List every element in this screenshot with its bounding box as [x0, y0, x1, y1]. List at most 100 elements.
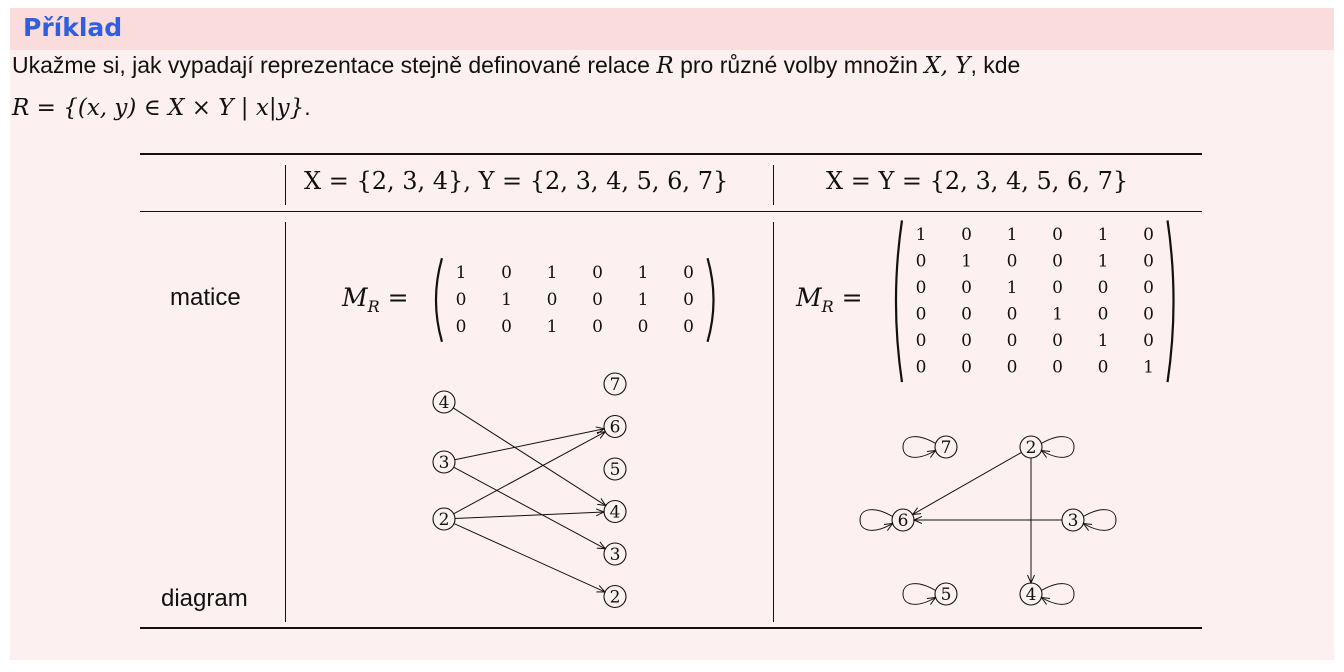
matrix-1-cell-1-0: 0 [456, 290, 467, 310]
matrix-1-cell-2-5: 0 [683, 317, 694, 337]
header-case-2: X = Y = {2, 3, 4, 5, 6, 7} [826, 167, 1129, 195]
diagram-1-right-node-label-6: 6 [610, 418, 621, 438]
diagram-1-left-node-2 [432, 507, 456, 531]
diagram-1-left-node-4 [432, 390, 456, 414]
diagram-1-right-node-7 [603, 372, 627, 396]
body-divider-2 [773, 222, 774, 622]
matrix-2-equals: = [833, 283, 863, 312]
matrix-2-cell-2-2: 1 [1007, 278, 1018, 298]
matrix-2-cell-5-2: 0 [1007, 358, 1018, 378]
example-block-header: Příklad [10, 8, 1334, 50]
matrix-2-cell-5-5: 1 [1143, 358, 1154, 378]
matrix-2-cell-3-0: 0 [916, 305, 927, 325]
diagram-2-node-7 [934, 435, 958, 459]
matrix-2-cell-0-1: 0 [961, 225, 972, 245]
matrix-2-cell-1-0: 0 [916, 252, 927, 272]
diagram-2-loop-3 [1083, 509, 1117, 531]
diagram-1-right-node-label-2: 2 [610, 588, 621, 608]
diagram-1-right-node-2 [603, 584, 627, 609]
example-block: Příklad [10, 8, 1334, 660]
matrix-2-lhs: MR = [796, 283, 863, 316]
matrix-2-cell-1-2: 0 [1007, 252, 1018, 272]
diagram-2-node-4 [1019, 582, 1043, 606]
matrix-2-subscript: R [821, 297, 834, 316]
diagram-1-left-node-label-3: 3 [439, 453, 450, 473]
matrix-2-cell-2-1: 0 [961, 278, 972, 298]
matrix-2-cell-3-5: 0 [1143, 305, 1154, 325]
matrix-1-cell-2-3: 0 [592, 317, 603, 337]
diagram-1-right-node-3 [603, 542, 627, 566]
diagram-1-edge-4-4 [452, 407, 605, 506]
matrix-2-cell-0-5: 0 [1143, 225, 1154, 245]
diagram-2-node-label-4: 4 [1026, 585, 1037, 605]
diagram-1-edge-2-2 [453, 523, 605, 592]
intro-text-1: Ukažme si, jak vypadají reprezentace ste… [12, 52, 657, 78]
matrix-1-cell-1-1: 1 [501, 290, 512, 310]
matrix-2-cell-2-0: 0 [916, 278, 927, 298]
diagram-2-node-3 [1061, 508, 1085, 532]
matrix-1-cell-2-2: 1 [547, 317, 558, 337]
matrix-1-cell-0-1: 0 [501, 263, 512, 283]
matrix-2-cell-3-3: 1 [1052, 305, 1063, 325]
matrix-1-lhs: MR = [342, 283, 409, 316]
matrix-1-right-paren [706, 257, 715, 343]
diagram-1-edge-2-4 [454, 512, 604, 520]
matrix-1-cell-1-4: 1 [638, 290, 649, 310]
diagram-1-left-node-label-4: 4 [439, 393, 450, 413]
table-bottom-rule [140, 627, 1202, 629]
matrix-1-cell-0-2: 1 [547, 263, 558, 283]
matrix-2-left-paren [894, 220, 904, 383]
matrix-2-cell-3-2: 0 [1007, 305, 1018, 325]
diagram-1-left-node-label-2: 2 [439, 510, 450, 530]
matrix-1-cell-0-4: 1 [638, 263, 649, 283]
matrix-1-cell-2-4: 0 [638, 317, 649, 337]
matrix-1-cell-1-3: 0 [592, 290, 603, 310]
diagram-2-loop-2 [1041, 436, 1075, 458]
diagram-1-right-node-4 [603, 499, 627, 524]
diagram-2-node-label-5: 5 [941, 585, 952, 605]
diagram-2-loop-7 [902, 436, 936, 458]
matrix-2-cell-4-4: 1 [1098, 331, 1109, 351]
matrix-1-left-paren [434, 257, 444, 343]
diagram-1-right-node-label-3: 3 [610, 545, 621, 565]
header-divider-2 [773, 165, 774, 205]
matrix-2-cell-0-4: 1 [1098, 225, 1109, 245]
matrix-2-cell-4-5: 0 [1143, 331, 1154, 351]
matrix-2-cell-1-1: 1 [961, 252, 972, 272]
matrix-2-cell-2-4: 0 [1098, 278, 1109, 298]
matrix-2-cell-1-5: 0 [1143, 252, 1154, 272]
diagram-2-node-label-6: 6 [898, 511, 909, 531]
intro-text-2: pro různé volby množin [673, 52, 925, 78]
diagram-2-node-label-2: 2 [1026, 438, 1037, 458]
diagram-1-edge-3-3 [453, 466, 606, 549]
matrix-1-cell-2-1: 0 [501, 317, 512, 337]
diagram-1-right-node-5 [603, 457, 627, 481]
matrix-1-symbol: M [342, 283, 368, 312]
diagram-2-node-5 [934, 582, 958, 606]
matrix-1-cell-1-2: 0 [547, 290, 558, 310]
matrix-1-equals: = [379, 283, 409, 312]
diagram-2-node-2 [1019, 435, 1043, 459]
matrix-2-cell-5-0: 0 [916, 358, 927, 378]
matrix-2-right-paren [1166, 220, 1175, 383]
diagram-1-left-node-3 [432, 450, 456, 474]
intro-relation-symbol: R [656, 53, 674, 79]
intro-line-1: Ukažme si, jak vypadají reprezentace ste… [12, 52, 1020, 79]
diagram-1-edge-2-6 [453, 432, 606, 515]
matrix-2-cell-5-1: 0 [961, 358, 972, 378]
diagram-2-node-label-3: 3 [1068, 511, 1079, 531]
matrix-2-cell-2-5: 0 [1143, 278, 1154, 298]
diagram-1-edge-3-6 [454, 429, 604, 461]
diagram-1-right-node-label-7: 7 [610, 375, 621, 395]
diagram-2-node-6 [891, 508, 915, 532]
matrix-1-cell-0-5: 0 [683, 263, 694, 283]
example-title: Příklad [23, 13, 123, 42]
diagram-1-right-node-6 [603, 414, 627, 439]
diagram-2-loop-5 [902, 583, 936, 605]
diagram-2-loop-4 [1041, 583, 1075, 605]
